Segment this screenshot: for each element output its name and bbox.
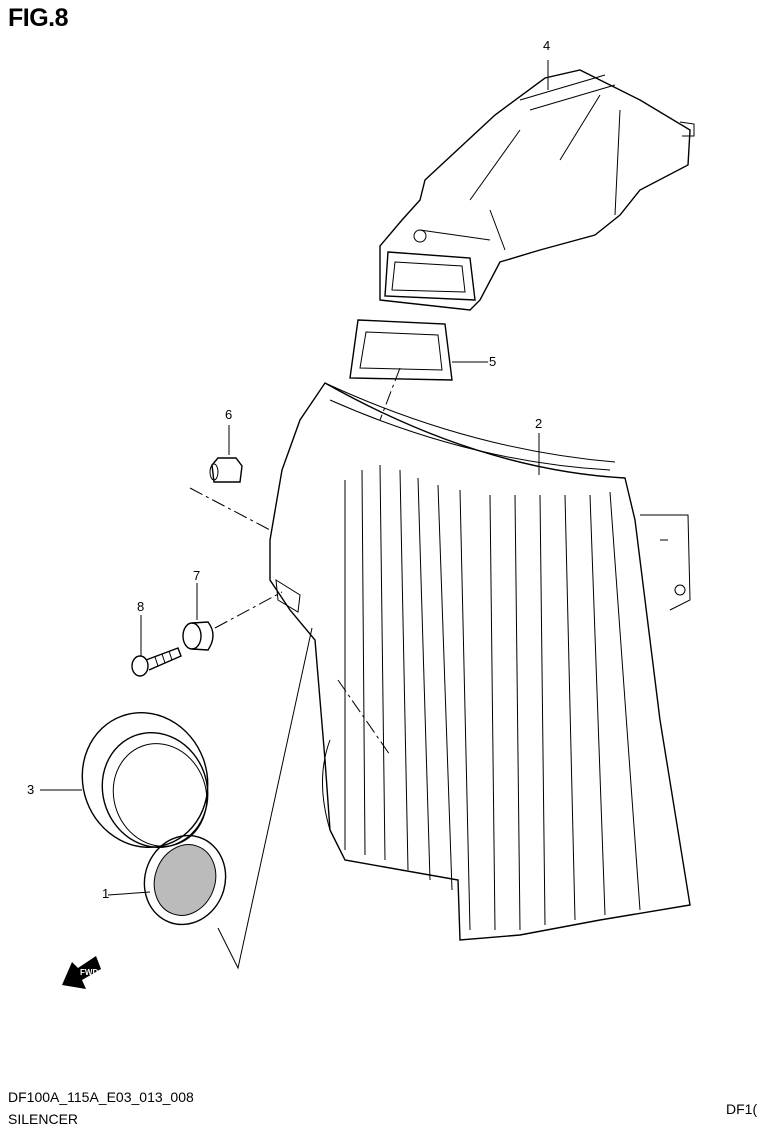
callout-5: 5 (489, 354, 497, 369)
part-1-screen (143, 834, 227, 926)
callout-1: 1 (102, 886, 110, 901)
part-2-silencer (269, 382, 691, 941)
callout-8: 8 (137, 599, 145, 614)
part-5-gasket (349, 319, 453, 381)
part-6-grommet (209, 457, 243, 483)
part-3-ring (81, 711, 209, 849)
footer-code: DF100A_115A_E03_013_008 (8, 1089, 194, 1105)
callout-7: 7 (193, 568, 201, 583)
callout-6: 6 (225, 407, 233, 422)
callout-4: 4 (543, 38, 551, 53)
part-7-collar (182, 621, 214, 651)
callout-3: 3 (27, 782, 35, 797)
fwd-text: FWD (80, 968, 98, 977)
footer-right-text: DF1( (726, 1101, 758, 1117)
figure-title: FIG.8 (8, 4, 69, 32)
part-4-duct (379, 69, 695, 311)
part-8-bolt (131, 647, 182, 677)
fwd-arrow-icon: FWD (62, 956, 101, 989)
callout-2: 2 (535, 416, 543, 431)
footer-name: SILENCER (8, 1111, 79, 1127)
